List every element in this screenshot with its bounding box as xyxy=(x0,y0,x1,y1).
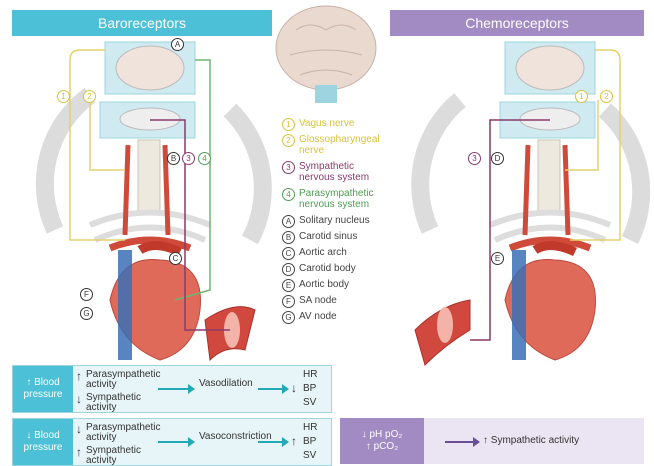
legend-text: Aortic body xyxy=(299,279,349,290)
arrow-right-icon xyxy=(445,441,475,443)
activity-text: Sympathetic activity xyxy=(86,393,156,413)
brainstem-image xyxy=(315,85,337,103)
label-1-left: 1 xyxy=(57,90,70,103)
trigger-high-bp: ↑ Blood pressure xyxy=(13,366,73,412)
activity-text: Sympathetic activity xyxy=(86,446,156,466)
output-sv: SV xyxy=(303,398,316,408)
legend-item-aortic-arch: C Aortic arch xyxy=(282,247,392,258)
legend-text: SA node xyxy=(299,295,337,306)
output-bp: BP xyxy=(303,384,316,394)
legend-item-sympathetic: 3 Sympathetic nervous system xyxy=(282,161,392,183)
label-e-right: E xyxy=(491,252,504,265)
legend-text: Carotid body xyxy=(299,263,356,274)
spine-right xyxy=(538,140,560,215)
activity-text: Parasympathetic activity xyxy=(86,423,156,443)
legend-text: AV node xyxy=(299,311,337,322)
legend-mark: G xyxy=(282,311,295,324)
output-hr: HR xyxy=(303,370,317,380)
legend-mark: B xyxy=(282,231,295,244)
cycle-arrow-left-2 xyxy=(230,110,263,240)
chemo-response: ↑ Sympathetic activity xyxy=(483,436,579,446)
chemo-trigger: ↓ pH pO₂↑ pCO₂ xyxy=(340,418,424,464)
legend-text: Carotid sinus xyxy=(299,231,357,242)
legend-mark: 4 xyxy=(282,188,295,201)
cycle-arrow-right-2 xyxy=(605,110,641,240)
arrow-indicator: ↑ xyxy=(76,447,82,457)
legend-item-glossopharyngeal: 2 Glossopharyngeal nerve xyxy=(282,134,392,156)
label-2-left: 2 xyxy=(83,90,96,103)
legend-text: Sympathetic nervous system xyxy=(299,161,369,183)
legend-item-av-node: G AV node xyxy=(282,311,392,322)
legend-mark: A xyxy=(282,215,295,228)
legend-item-vagus: 1 Vagus nerve xyxy=(282,118,392,129)
activity-text: Parasympathetic activity xyxy=(86,370,156,390)
arrow-right-icon xyxy=(258,441,284,443)
baro-row-high-bp: ↑ Blood pressure ↑ Parasympathetic activ… xyxy=(12,365,332,413)
label-1-right: 1 xyxy=(575,90,588,103)
arrow-indicator: ↓ xyxy=(76,394,82,404)
effect-text: Vasoconstriction xyxy=(199,432,257,442)
legend-text: Parasympathetic nervous system xyxy=(299,188,373,210)
legend-text: Glossopharyngeal nerve xyxy=(299,134,380,156)
trigger-arrow: ↓ xyxy=(26,430,31,441)
arrow-right-icon xyxy=(258,388,284,390)
label-b-left: B xyxy=(167,152,180,165)
arrow-indicator: ↑ xyxy=(76,371,82,381)
chemo-trigger-line1: ↓ pH pO₂ xyxy=(362,429,403,440)
legend-mark: D xyxy=(282,263,295,276)
output-sv: SV xyxy=(303,451,316,461)
legend-item-parasympathetic: 4 Parasympathetic nervous system xyxy=(282,188,392,210)
baro-row-low-bp: ↓ Blood pressure ↓ Parasympathetic activ… xyxy=(12,418,332,466)
output-bp: BP xyxy=(303,437,316,447)
cycle-arrow-left xyxy=(45,95,90,230)
legend-mark: C xyxy=(282,247,295,260)
trigger-low-bp: ↓ Blood pressure xyxy=(13,419,73,465)
arrow-indicator: ↑ xyxy=(291,436,297,446)
legend-mark: 3 xyxy=(282,161,295,174)
legend-item-sa-node: F SA node xyxy=(282,295,392,306)
brain-image xyxy=(276,6,376,90)
legend-text: Vagus nerve xyxy=(299,118,354,129)
arrow-indicator: ↓ xyxy=(291,383,297,393)
arrow-indicator: ↓ xyxy=(76,424,82,434)
legend-text: Aortic arch xyxy=(299,247,347,258)
legend-mark: E xyxy=(282,279,295,292)
legend-item-carotid-body: D Carotid body xyxy=(282,263,392,274)
arrow-right-icon xyxy=(158,388,190,390)
label-3-left: 3 xyxy=(182,152,195,165)
spine-left xyxy=(138,140,160,215)
legend: 1 Vagus nerve 2 Glossopharyngeal nerve 3 Sy… xyxy=(282,118,392,327)
label-3-right: 3 xyxy=(468,152,481,165)
label-2-right: 2 xyxy=(600,90,613,103)
chemo-trigger-line2: ↑ pCO₂ xyxy=(366,441,398,452)
label-f-left: F xyxy=(80,288,93,301)
label-4-left: 4 xyxy=(198,152,211,165)
cycle-arrow-right xyxy=(420,100,460,230)
legend-text: Solitary nucleus xyxy=(299,215,370,226)
arrow-right-icon xyxy=(158,441,190,443)
legend-item-carotid-sinus: B Carotid sinus xyxy=(282,231,392,242)
legend-mark: F xyxy=(282,295,295,308)
legend-mark: 1 xyxy=(282,118,295,131)
output-hr: HR xyxy=(303,423,317,433)
legend-item-aortic-body: E Aortic body xyxy=(282,279,392,290)
label-g-left: G xyxy=(80,307,93,320)
label-d-right: D xyxy=(491,152,504,165)
trigger-arrow: ↑ xyxy=(26,377,31,388)
legend-item-solitary-nucleus: A Solitary nucleus xyxy=(282,215,392,226)
label-a-left: A xyxy=(171,38,184,51)
legend-mark: 2 xyxy=(282,134,295,147)
effect-text: Vasodilation xyxy=(199,379,257,389)
label-c-left: C xyxy=(169,252,182,265)
